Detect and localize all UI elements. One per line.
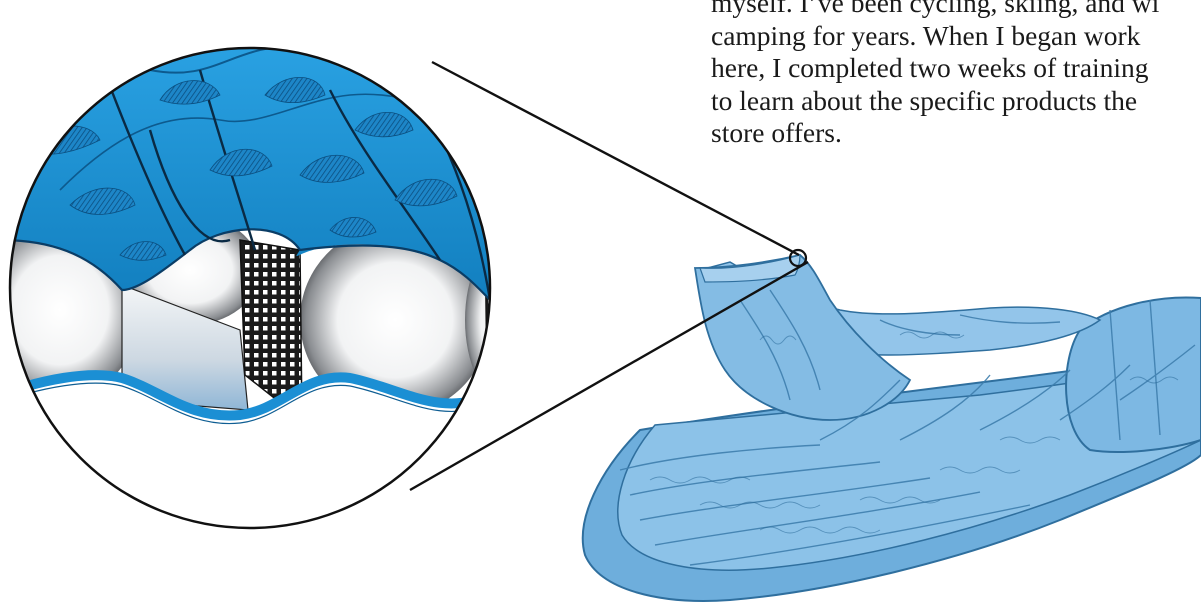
story-text-block: myself. I’ve been cycling, skiing, and w… — [711, 0, 1201, 150]
story-line: myself. I’ve been cycling, skiing, and w… — [711, 0, 1201, 20]
story-line: camping for years. When I began work — [711, 20, 1201, 53]
magnified-cross-section — [0, 40, 570, 560]
story-line: here, I completed two weeks of training — [711, 52, 1201, 85]
sleeping-bag — [583, 255, 1201, 601]
story-line: store offers. — [711, 117, 1201, 150]
story-line: to learn about the specific products the — [711, 85, 1201, 118]
